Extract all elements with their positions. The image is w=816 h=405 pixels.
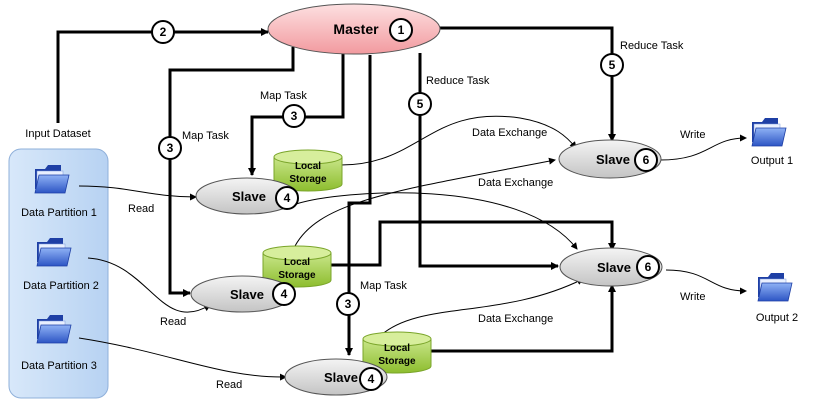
svg-text:2: 2 [160, 25, 167, 39]
slave-reduce-1: Slave 6 [558, 139, 662, 179]
svg-text:3: 3 [345, 297, 352, 311]
output-2-label: Output 2 [756, 312, 798, 324]
edge-write-2 [665, 269, 747, 295]
svg-text:4: 4 [281, 287, 288, 301]
svg-text:Storage: Storage [278, 270, 316, 281]
svg-text:4: 4 [284, 191, 291, 205]
svg-text:6: 6 [645, 260, 652, 274]
edge-read-2 [87, 257, 211, 313]
slave-label: Slave [230, 287, 264, 302]
svg-text:5: 5 [417, 97, 424, 111]
slave-reduce-2: Slave 6 [559, 247, 663, 287]
local-storage-c: Local Storage [362, 331, 432, 374]
reduce-task-label-a: Reduce Task [426, 75, 490, 87]
output-1-label: Output 1 [751, 155, 793, 167]
input-dataset-panel [8, 148, 109, 399]
local-storage-a: Local Storage [273, 149, 343, 192]
slave-map-a: Slave 4 [195, 177, 299, 215]
svg-text:5: 5 [609, 58, 616, 72]
partition-1: Data Partition 1 [21, 164, 97, 219]
partition-2: Data Partition 2 [23, 237, 99, 292]
output-1: Output 1 [751, 117, 793, 167]
write-label-1: Write [680, 129, 705, 141]
step-5-badge-b: 5 [600, 53, 624, 77]
data-exchange-label-c: Data Exchange [478, 313, 553, 325]
slave-label: Slave [596, 152, 630, 167]
edge-input-to-master [56, 28, 269, 123]
slave-label: Slave [597, 260, 631, 275]
folder-icon [751, 117, 787, 147]
read-label-2: Read [160, 316, 186, 328]
step-badge [636, 255, 660, 279]
svg-text:Local: Local [295, 161, 321, 172]
output-2: Output 2 [756, 272, 798, 324]
step-badge [359, 367, 383, 391]
svg-text:3: 3 [167, 141, 174, 155]
slave-label: Slave [232, 189, 266, 204]
data-exchange-label-b: Data Exchange [478, 177, 553, 189]
local-storage-b: Local Storage [262, 245, 332, 288]
input-dataset-title: Input Dataset [25, 128, 90, 140]
step-badge [634, 148, 658, 172]
svg-text:1: 1 [398, 23, 405, 37]
edge-exchange-b-to-6 [294, 157, 556, 247]
step-badge [275, 186, 299, 210]
step-2-badge: 2 [151, 20, 175, 44]
edge-reduce-task-top [438, 26, 616, 142]
step-badge [389, 18, 413, 42]
edge-write-1 [659, 134, 747, 161]
edge-reduce-task-bottom [418, 53, 559, 270]
data-exchange-label-a: Data Exchange [472, 127, 547, 139]
svg-text:Local: Local [384, 343, 410, 354]
read-label-1: Read [128, 203, 154, 215]
svg-text:3: 3 [291, 109, 298, 123]
edge-exchange-a-to-6-bottom [295, 192, 578, 250]
edge-read-3 [78, 337, 287, 381]
master-label: Master [333, 21, 379, 37]
partition-3-label: Data Partition 3 [21, 360, 97, 372]
partition-3: Data Partition 3 [21, 314, 97, 372]
edge-storage-b-exchange [330, 220, 616, 267]
step-badge [272, 282, 296, 306]
map-task-label-b: Map Task [182, 130, 229, 142]
partition-2-label: Data Partition 2 [23, 280, 99, 292]
edge-map-task-slave-c [345, 55, 372, 356]
partition-1-label: Data Partition 1 [21, 207, 97, 219]
write-label-2: Write [680, 291, 705, 303]
step-3-badge-a: 3 [282, 104, 306, 128]
svg-text:Storage: Storage [289, 174, 327, 185]
edge-map-task-slave-b [168, 47, 295, 297]
edge-exchange-a-to-6 [340, 115, 577, 166]
map-task-label-a: Map Task [260, 90, 307, 102]
read-label-3: Read [216, 379, 242, 391]
step-5-badge-a: 5 [408, 92, 432, 116]
master-node: Master 1 [267, 3, 441, 55]
svg-text:6: 6 [643, 153, 650, 167]
slave-map-c: Slave 4 [284, 358, 388, 396]
folder-icon [757, 272, 793, 302]
svg-text:4: 4 [368, 372, 375, 386]
edge-read-1 [78, 185, 197, 201]
edge-storage-c-exchange [430, 284, 616, 353]
slave-map-b: Slave 4 [190, 275, 296, 313]
map-task-label-c: Map Task [360, 280, 407, 292]
reduce-task-label-b: Reduce Task [620, 40, 684, 52]
svg-text:Local: Local [284, 257, 310, 268]
edge-exchange-c-to-6 [379, 278, 584, 337]
slave-label: Slave [324, 370, 358, 385]
step-3-badge-b: 3 [158, 136, 182, 160]
svg-text:Storage: Storage [378, 356, 416, 367]
step-3-badge-c: 3 [336, 292, 360, 316]
